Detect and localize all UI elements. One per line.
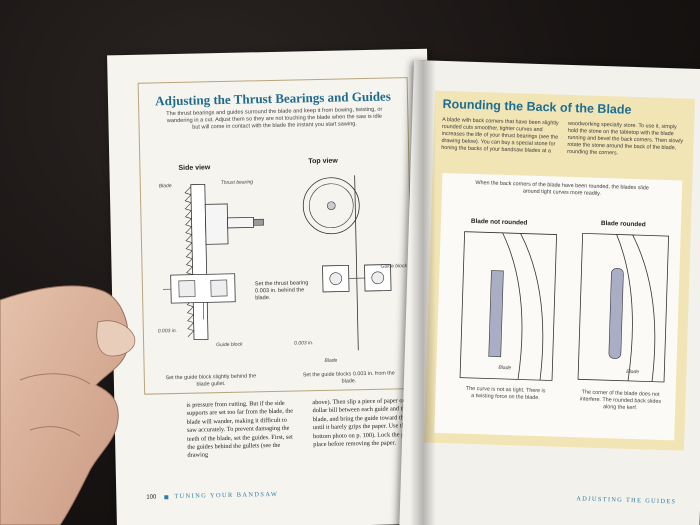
body-text-column-1: is pressure from cutting. But if the sid… (186, 399, 294, 460)
callout-gap-side: 0.003 in. (157, 327, 178, 335)
right-text-left: A blade with back corners that have been… (441, 116, 559, 155)
right-text-right: woodworking specialty store. To use it, … (567, 120, 684, 157)
callout-guide-block-top: Guide block (380, 263, 408, 270)
callout-thrust-bearing: Thrust bearing (220, 179, 254, 187)
blade-not-rounded-drawing (459, 231, 557, 381)
running-foot: ADJUSTING THE GUIDES (576, 495, 677, 506)
page-number: 100 (146, 494, 157, 501)
inner-caption: When the back corners of the blade have … (475, 179, 649, 197)
side-view-drawing (162, 183, 264, 341)
blade-label-2: Blade (626, 368, 640, 376)
book-gutter (410, 60, 436, 525)
left-page: Adjusting the Thrust Bearings and Guides… (107, 48, 437, 525)
caption-side-view: Set the guide block slightly behind the … (165, 373, 257, 388)
running-head: TUNING YOUR BANDSAW (174, 490, 279, 501)
caption-top-view: Set the guide blocks 0.003 in. from the … (302, 370, 395, 385)
top-view-label: Top view (308, 157, 338, 166)
callout-blade: Blade (158, 183, 172, 190)
label-blade-rounded: Blade rounded (600, 219, 646, 229)
top-view-drawing (302, 175, 392, 351)
blade-rounded-drawing (577, 232, 670, 383)
callout-gap-top: 0.003 in. (294, 340, 314, 347)
right-page-title: Rounding the Back of the Blade (442, 96, 632, 117)
callout-blade-top: Blade (324, 357, 338, 364)
running-head-bullet (164, 495, 169, 500)
blade-label-1: Blade (498, 364, 512, 372)
right-page: Rounding the Back of the Blade A blade w… (399, 60, 700, 525)
label-blade-not-rounded: Blade not rounded (470, 217, 528, 227)
diagram-box: Adjusting the Thrust Bearings and Guides… (137, 77, 415, 395)
left-page-intro: The thrust bearings and guides surround … (166, 106, 383, 131)
sidebar-panel: Rounding the Back of the Blade A blade w… (423, 90, 695, 451)
caption-rounded: The corner of the blade does not interfe… (579, 389, 662, 412)
callout-guide-block: Guide block (216, 341, 243, 349)
caption-not-rounded: The curve is not as tight. There is a tw… (465, 385, 546, 402)
illustration-panel: When the back corners of the blade have … (434, 172, 683, 441)
side-view-label: Side view (178, 164, 211, 172)
